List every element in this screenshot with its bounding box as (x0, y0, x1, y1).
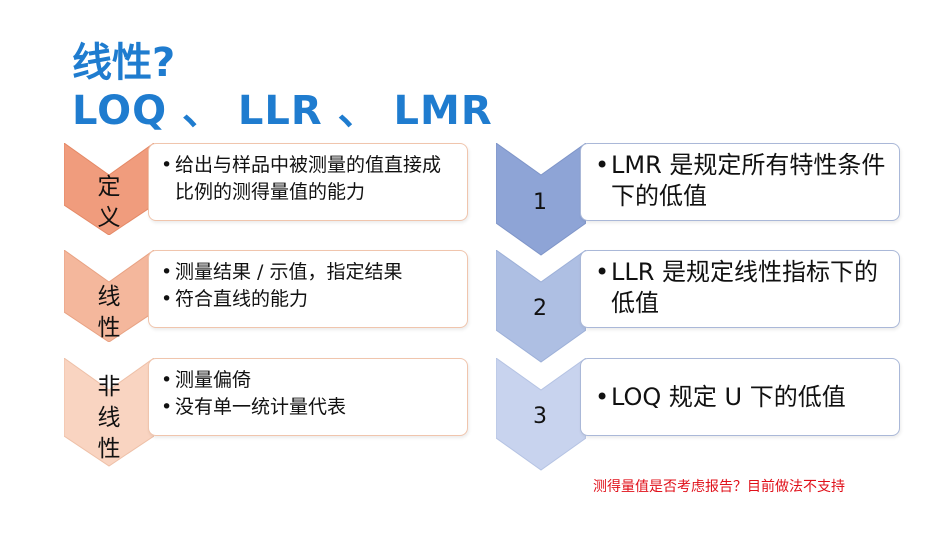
left-label-1: 定义 (97, 174, 121, 231)
step-number-1: 1 (533, 190, 547, 215)
list-item: •没有单一统计量代表 (161, 396, 347, 418)
right-chevron-1 (496, 143, 586, 256)
left-label-3: 非线性 (97, 374, 121, 462)
list-item: •LMR 是规定所有特性条件下的低值 (595, 151, 886, 210)
list-item: •LLR 是规定线性指标下的低值 (595, 258, 879, 317)
slide-title-line2: LOQ 、 LLR 、 LMR (72, 88, 493, 134)
right-box-3: •LOQ 规定 U 下的低值 (580, 358, 900, 436)
left-label-2: 线性 (97, 284, 121, 341)
right-box-1: •LMR 是规定所有特性条件下的低值 (580, 143, 900, 221)
list-item: •符合直线的能力 (161, 288, 309, 310)
left-chevron-1 (64, 143, 154, 235)
list-item: •测量偏倚 (161, 369, 252, 391)
right-chevron-2 (496, 250, 586, 363)
slide-title-line1: 线性? (72, 40, 176, 86)
left-box-2: •测量结果 / 示值，指定结果 •符合直线的能力 (148, 250, 468, 328)
list-item: •给出与样品中被测量的值直接成比例的测得量值的能力 (161, 154, 442, 203)
left-chevron-2 (64, 250, 154, 342)
left-box-1: •给出与样品中被测量的值直接成比例的测得量值的能力 (148, 143, 468, 221)
left-box-3: •测量偏倚 •没有单一统计量代表 (148, 358, 468, 436)
red-note: 测得量值是否考虑报告？目前做法不支持 (593, 479, 845, 495)
right-box-2: •LLR 是规定线性指标下的低值 (580, 250, 900, 328)
step-number-3: 3 (533, 404, 547, 429)
right-chevron-3 (496, 358, 586, 471)
list-item: •测量结果 / 示值，指定结果 (161, 261, 403, 283)
left-chevron-3 (64, 358, 154, 467)
step-number-2: 2 (533, 296, 547, 321)
list-item: •LOQ 规定 U 下的低值 (595, 382, 846, 411)
